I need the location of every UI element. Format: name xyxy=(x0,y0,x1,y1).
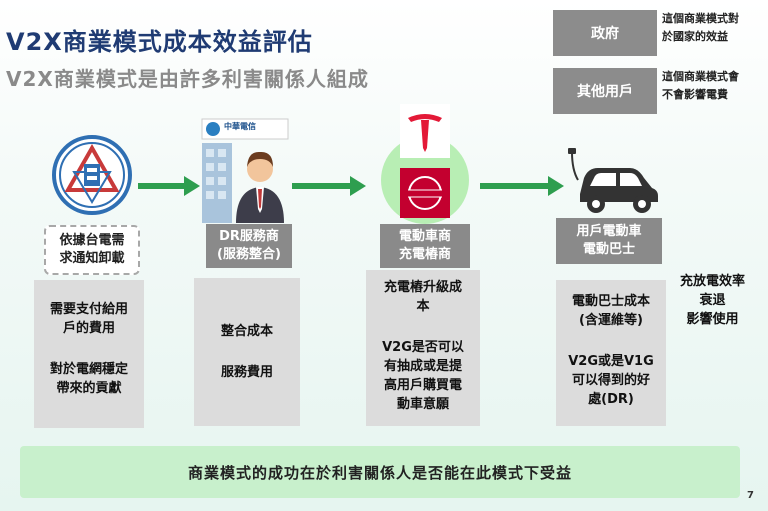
side-note-efficiency: 充放電效率 衰退 影響使用 xyxy=(680,274,746,327)
flow-arrow-icon xyxy=(138,176,200,196)
page-title: V2X商業模式成本效益評估 xyxy=(6,28,313,56)
page-number: 7 xyxy=(747,490,754,501)
actor-label-ev-user: 用戶電動車 電動巴士 xyxy=(556,218,662,264)
bottom-banner: 商業模式的成功在於利害關係人是否能在此模式下受益 xyxy=(20,446,740,498)
legend-government-box: 政府 xyxy=(553,10,657,56)
legend-other-users-box: 其他用戶 xyxy=(553,68,657,114)
legend-other-users-note: 這個商業模式會 不會影響電費 xyxy=(662,70,739,101)
actor-label-taipower: 依據台電需 求通知卸載 xyxy=(44,225,140,275)
info-box-dr-provider: 整合成本 服務費用 xyxy=(194,278,300,426)
taipower-logo-icon xyxy=(52,135,132,215)
actor-label-dr-provider: DR服務商 (服務整合) xyxy=(206,224,292,268)
brand-logo-text: 中華電信 xyxy=(224,121,256,131)
ev-car-icon xyxy=(568,148,658,213)
flow-arrow-icon xyxy=(480,176,564,196)
page-subtitle: V2X商業模式是由許多利害關係人組成 xyxy=(6,67,369,91)
info-box-ev-user: 電動巴士成本 (含運維等) V2G或是V1G 可以得到的好 處(DR) xyxy=(556,280,666,426)
actor-label-ev-maker: 電動車商 充電樁商 xyxy=(380,224,470,268)
info-box-ev-maker: 充電樁升級成 本 V2G是否可以 有抽成或是提 高用戶購買電 動車意願 xyxy=(366,270,480,426)
dr-provider-building-icon: 中華電信 xyxy=(201,118,289,223)
flow-arrow-icon xyxy=(292,176,366,196)
info-box-taipower: 需要支付給用 戶的費用 對於電網穩定 帶來的貢獻 xyxy=(34,280,144,428)
ev-maker-logos-icon xyxy=(381,104,469,224)
legend-government-note: 這個商業模式對 於國家的效益 xyxy=(662,12,739,43)
